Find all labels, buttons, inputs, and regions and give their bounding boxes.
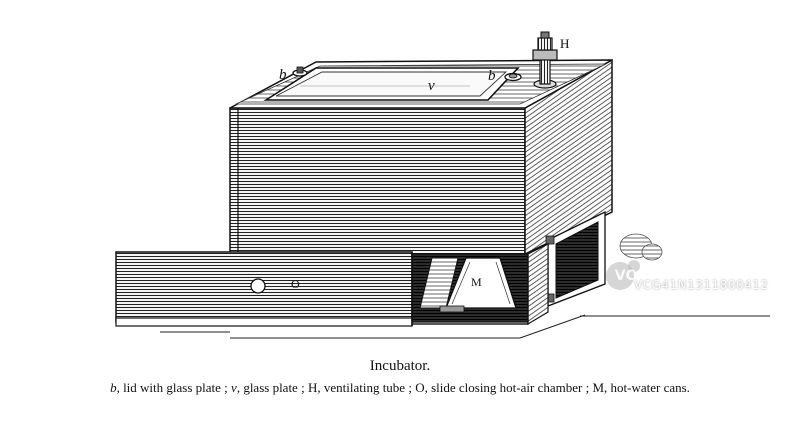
lid-knob-right [504,72,522,82]
label-H: H [560,36,569,51]
label-M: M [471,275,482,289]
background-shrub [619,233,663,261]
label-b-left: b [279,67,287,83]
lid-with-glass-plate [263,67,520,101]
watermark-logo: VCG [614,268,648,284]
legend-entry-b: b, lid with glass plate ; [110,380,228,395]
legend-entry-v: v, glass plate ; [231,380,305,395]
base-platform [160,314,770,339]
watermark-id: VCG41N1311800412 [634,278,769,292]
caption-legend: b, lid with glass plate ; v, glass plate… [0,380,800,396]
glass-plate [275,71,508,97]
legend-entry-M: M, hot-water cans. [592,380,690,395]
label-b-right: b [488,68,496,84]
legend-entry-O: O, slide closing hot-air chamber ; [415,380,590,395]
slide-knob [250,278,266,294]
caption-title: Incubator. [369,358,431,374]
slide-hot-air-chamber [115,251,413,327]
side-vent-door [545,210,606,307]
legend-entry-H: H, ventilating tube ; [307,380,412,395]
box-front-face [229,107,526,255]
hot-water-cans [419,257,517,313]
ventilating-tube [532,31,558,89]
label-v: v [428,78,435,94]
watermark-logo-icon [606,260,640,290]
lid-knob-left [292,66,308,77]
label-O: O [291,277,300,291]
